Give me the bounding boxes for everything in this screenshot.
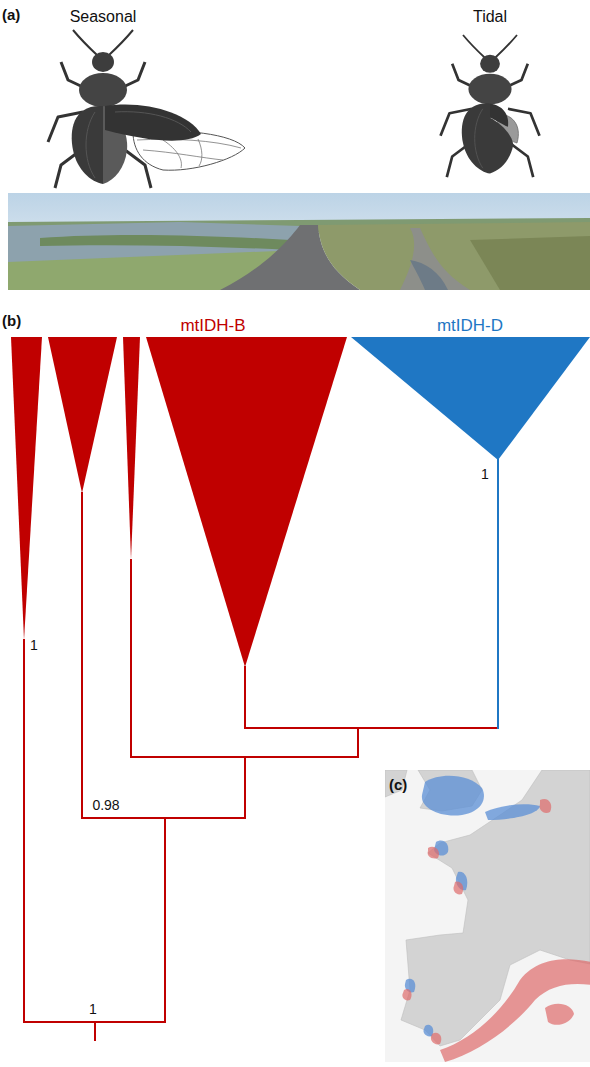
distribution-map-part: [402, 799, 590, 1062]
phylogeny-part-part: [24, 640, 165, 1022]
habitat-photo-part: [400, 228, 470, 290]
habitat-photo-part: [318, 222, 590, 290]
phylogeny-part: [48, 337, 117, 493]
distribution-map: [385, 770, 590, 1062]
seasonal-beetle-part-part: [198, 139, 202, 166]
panel-label: (a): [2, 6, 20, 23]
habitat-label: Seasonal: [70, 8, 137, 26]
tidal-beetle: [441, 35, 540, 177]
clade-label: mtIDH-B: [180, 316, 245, 336]
phylogeny-part: [11, 337, 42, 640]
seasonal-beetle-part-part: [163, 140, 181, 168]
support-value: 1: [30, 637, 38, 653]
seasonal-beetle: [48, 30, 245, 188]
phylogeny-part-part: [245, 667, 498, 728]
seasonal-beetle-part: [86, 112, 95, 178]
panel-label: (c): [389, 776, 407, 793]
habitat-photo-part: [410, 260, 448, 290]
seasonal-beetle-part: [73, 30, 133, 55]
distribution-map-part-part: [440, 959, 590, 1062]
seasonal-beetle-part: [105, 104, 201, 140]
habitat-photo-part: [470, 236, 590, 290]
habitat-photo-part: [40, 235, 290, 250]
distribution-map-part-part: [485, 804, 540, 820]
tidal-beetle-part: [462, 103, 490, 173]
seasonal-beetle-part: [72, 106, 103, 184]
tidal-beetle-part-part: [463, 35, 485, 58]
seasonal-beetle-part: [137, 139, 241, 168]
seasonal-beetle-part-part: [137, 139, 241, 148]
distribution-map-part-part: [422, 776, 484, 816]
phylogeny-part-part: [94, 1022, 96, 1040]
tidal-beetle-part: [490, 118, 513, 174]
tidal-beetle-part: [468, 74, 511, 105]
distribution-map-part: [385, 770, 407, 797]
seasonal-beetle-part-part: [73, 30, 97, 55]
support-value: 0.98: [92, 797, 119, 813]
support-value: 1: [481, 466, 489, 482]
tidal-beetle-part: [475, 109, 483, 168]
distribution-map-part-part: [428, 847, 439, 859]
distribution-map-part: [385, 770, 590, 1062]
distribution-map-part-part: [545, 1004, 574, 1025]
seasonal-beetle-part: [79, 73, 127, 107]
seasonal-beetle-part: [92, 52, 114, 72]
seasonal-beetle-part: [115, 112, 191, 132]
distribution-map-part-part: [540, 799, 552, 813]
tidal-beetle-part-part: [495, 35, 517, 58]
tidal-beetle-part: [480, 55, 500, 73]
distribution-map-part: [401, 770, 590, 1046]
tidal-beetle-part: [463, 35, 517, 58]
phylogeny-part: [351, 337, 590, 460]
phylogeny-part: [123, 337, 140, 560]
panel-label: (b): [2, 312, 21, 329]
clade-label: mtIDH-D: [437, 316, 503, 336]
seasonal-beetle-part-part: [143, 150, 223, 160]
phylogeny-part-part: [82, 493, 245, 818]
phylogeny-part: [497, 460, 499, 728]
seasonal-beetle-part-part: [109, 30, 133, 55]
phylogeny-part: [146, 337, 347, 667]
distribution-map-part-part: [431, 1033, 441, 1045]
distribution-map-part-part: [402, 989, 411, 1000]
habitat-photo-part: [8, 193, 590, 290]
support-value: 1: [89, 1001, 97, 1017]
habitat-photo: [8, 193, 590, 290]
tidal-beetle-part: [441, 64, 540, 177]
distribution-map-part-part: [453, 882, 463, 895]
phylogeny-part-part: [131, 560, 358, 757]
habitat-label: Tidal: [473, 8, 507, 26]
tidal-beetle-part-part: [510, 143, 533, 177]
